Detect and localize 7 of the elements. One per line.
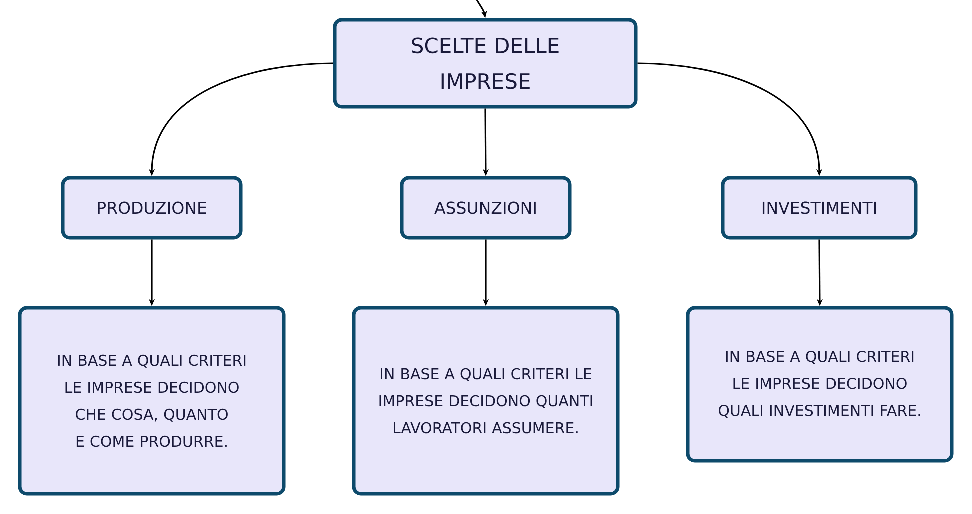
description-box: IN BASE A QUALI CRITERI LE IMPRESE DECIDONO QUALI INVESTIMENTI FARE. xyxy=(686,306,954,463)
description-box: IN BASE A QUALI CRITERI LE IMPRESE DECIDONO QUANTI LAVORATORI ASSUMERE. xyxy=(352,306,620,496)
description-box: IN BASE A QUALI CRITERI LE IMPRESE DECIDONO CHE COSA, QUANTO E COME PRODURRE. xyxy=(18,306,286,496)
title-box: SCELTE DELLE IMPRESE xyxy=(333,18,638,109)
category-box: INVESTIMENTI xyxy=(721,176,918,240)
category-box: PRODUZIONE xyxy=(61,176,243,240)
category-box: ASSUNZIONI xyxy=(400,176,572,240)
